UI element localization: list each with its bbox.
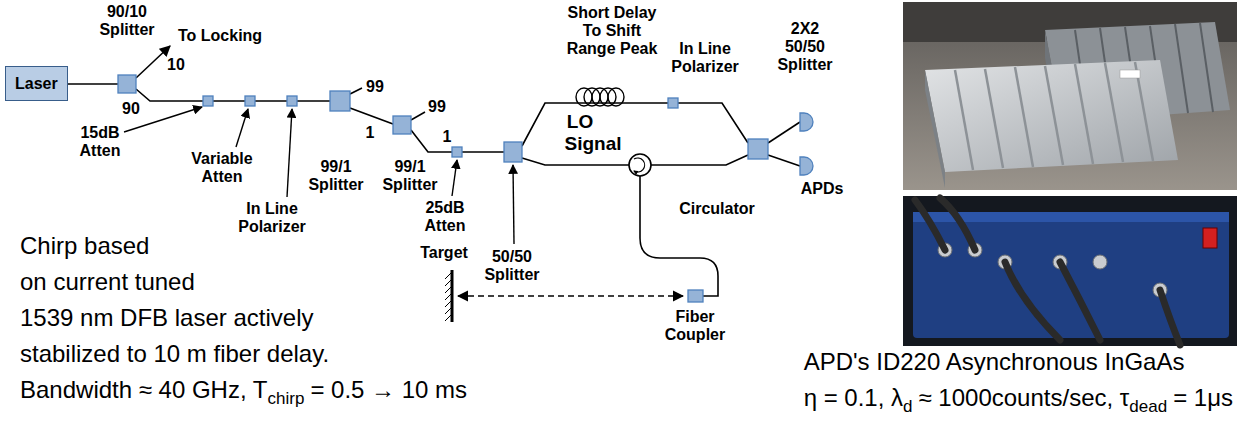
leader-arrow	[124, 107, 514, 244]
component-label: Fiber Coupler	[665, 308, 725, 344]
fiber-component	[118, 75, 813, 302]
time-tagger-photo	[903, 196, 1237, 346]
formula-subscript: d	[903, 397, 912, 416]
component-label: 2X2 50/50 Splitter	[777, 20, 832, 74]
component-label: Variable Atten	[191, 150, 252, 186]
component-label: 50/50 Splitter	[484, 248, 539, 284]
formula-text: = 0.5 → 10 ms	[310, 376, 467, 403]
split-ratio: 10	[167, 56, 185, 74]
circulator-symbol	[629, 154, 651, 176]
formula-subscript: dead	[1129, 397, 1167, 416]
note-text: Chirp based on current tuned 1539 nm DFB…	[20, 228, 329, 372]
formula-text: Bandwidth ≈ 40 GHz, T	[20, 376, 268, 403]
formula-line: Bandwidth ≈ 40 GHz, Tchirp = 0.5 → 10 ms	[20, 372, 467, 411]
component-label: Short Delay To Shift Range Peak	[567, 4, 658, 58]
split-ratio: 99	[428, 98, 446, 116]
component-label: 90/10 Splitter	[99, 3, 154, 39]
laser-box: Laser	[5, 66, 68, 101]
formula-text: η = 0.1, λ	[804, 384, 903, 411]
formula-subscript: chirp	[268, 389, 305, 408]
node-text: Laser	[15, 74, 58, 93]
branch-label: LO	[567, 111, 593, 132]
branch-label: Signal	[564, 133, 621, 154]
component-label: In Line Polarizer	[671, 40, 739, 76]
formula-text: = 1μs	[1173, 384, 1233, 411]
component-label: Circulator	[679, 200, 755, 218]
output-label: To Locking	[178, 27, 262, 45]
split-ratio: 99	[366, 78, 384, 96]
detector-photo	[903, 2, 1237, 190]
split-ratio: 1	[366, 124, 375, 142]
target-mirror	[445, 270, 452, 322]
split-ratio: 1	[443, 128, 452, 146]
component-label: 25dB Atten	[425, 199, 466, 235]
delay-coil	[576, 88, 624, 106]
detector-label: APDs	[801, 180, 844, 198]
formula-text: ≈ 1000counts/sec, τ	[919, 384, 1130, 411]
component-label: 99/1 Splitter	[382, 158, 437, 194]
split-ratio: 90	[122, 100, 140, 118]
optical-fiber	[40, 46, 800, 296]
formula-line: η = 0.1, λd ≈ 1000counts/sec, τdead = 1μs	[804, 380, 1233, 419]
note-text: APD's ID220 Asynchronous InGaAs	[804, 344, 1185, 380]
target-label: Target	[420, 244, 468, 262]
component-label: In Line Polarizer	[238, 200, 306, 236]
component-label: 15dB Atten	[80, 124, 121, 160]
component-label: 99/1 Splitter	[308, 158, 363, 194]
free-space-beam	[458, 295, 683, 297]
